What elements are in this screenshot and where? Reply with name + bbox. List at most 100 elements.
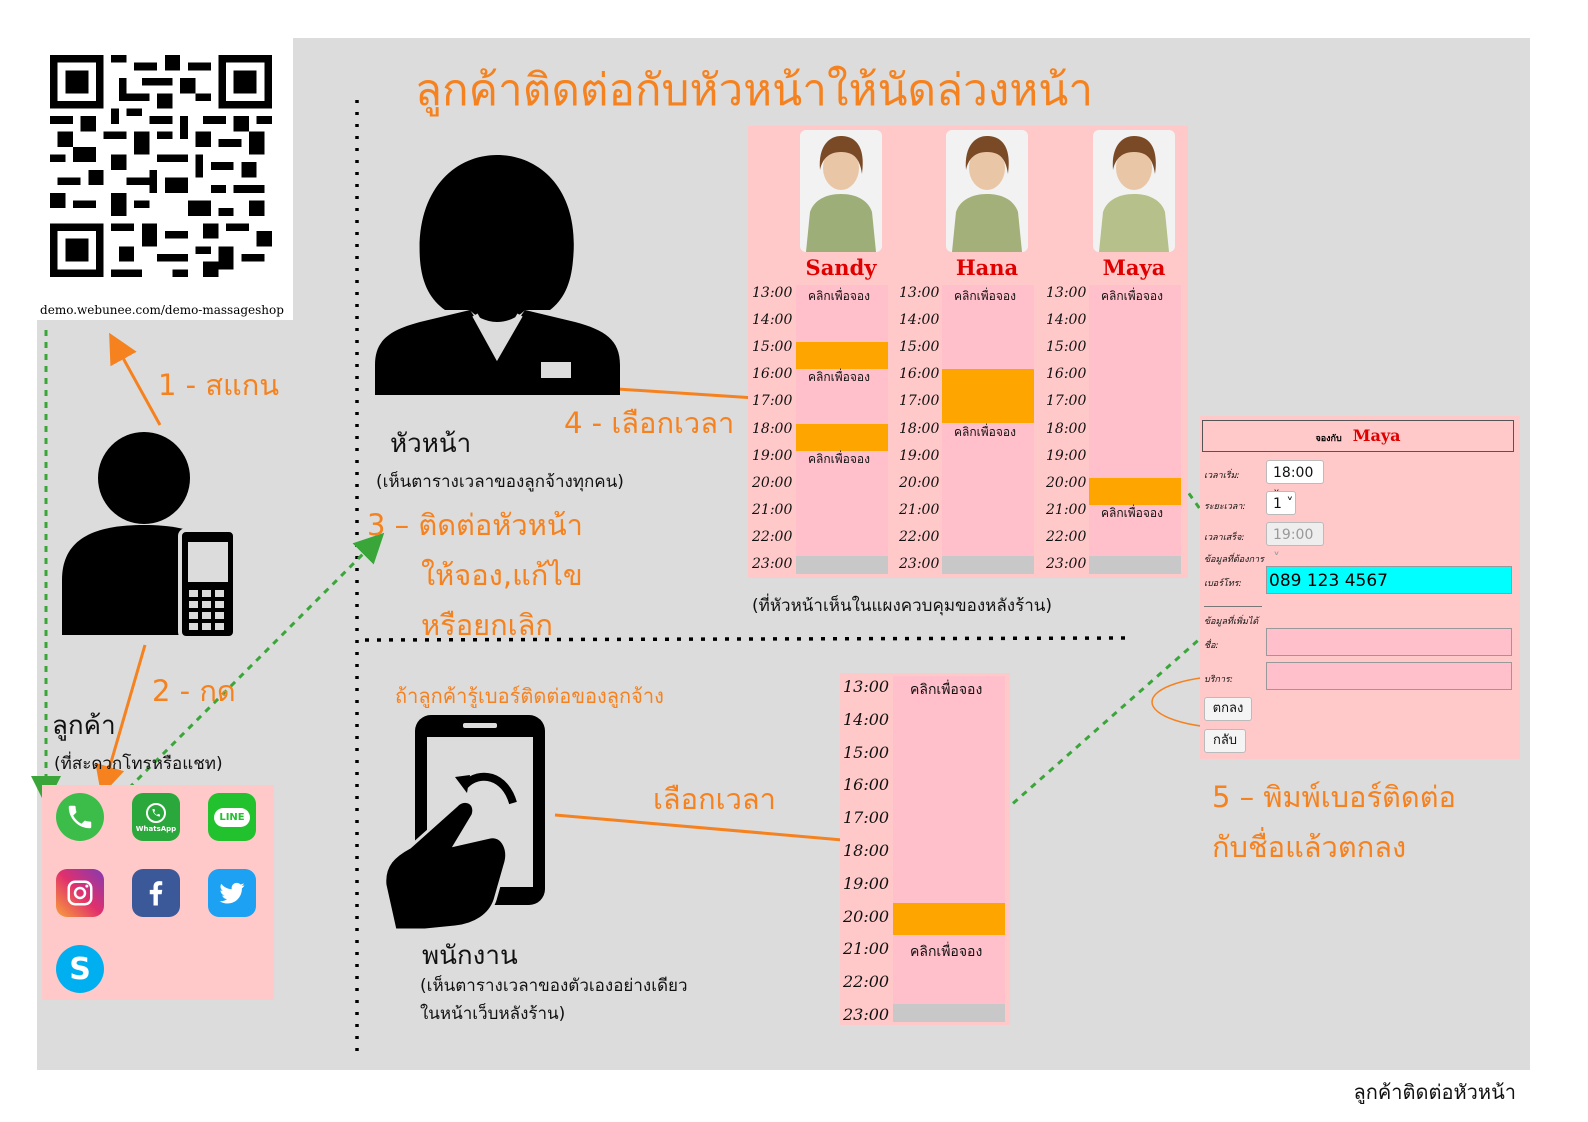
manager-note: (เห็นตารางเวลาของลูกจ้างทุกคน) — [376, 472, 624, 492]
time-slot-label: 16:00 — [752, 366, 793, 383]
time-slot-label: 22:00 — [752, 528, 793, 545]
horizontal-divider — [364, 636, 1131, 642]
phone-input[interactable]: 089 123 4567 — [1266, 566, 1512, 594]
instagram-icon[interactable] — [56, 869, 104, 917]
select-time-label: เลือกเวลา — [653, 782, 776, 816]
staff-name: Sandy — [805, 255, 877, 280]
booked-slot[interactable] — [796, 342, 888, 370]
manager-icon — [375, 155, 620, 395]
customer-icon — [62, 432, 237, 640]
ok-button[interactable]: ตกลง — [1204, 697, 1252, 721]
book-slot-link[interactable]: คลิกเพื่อจอง — [910, 944, 983, 961]
time-slot-label: 18:00 — [1046, 420, 1087, 437]
time-slot-label: 19:00 — [843, 873, 890, 893]
step-5-label-line1: 5 – พิมพ์เบอร์ติดต่อ — [1212, 780, 1456, 814]
book-slot-link[interactable]: คลิกเพื่อจอง — [808, 370, 870, 385]
time-slot-label: 17:00 — [899, 393, 940, 410]
whatsapp-icon[interactable]: WhatsApp — [132, 793, 180, 841]
staff-column — [1089, 285, 1181, 572]
duration-select[interactable]: 1 ˅ — [1266, 491, 1296, 515]
book-slot-link[interactable]: คลิกเพื่อจอง — [954, 289, 1016, 303]
book-slot-link[interactable]: คลิกเพื่อจอง — [1101, 289, 1163, 303]
name-label: ชื่อ: — [1204, 641, 1219, 651]
time-slot-label: 15:00 — [1046, 339, 1087, 356]
time-slot-label: 22:00 — [899, 528, 940, 545]
time-slot-label: 22:00 — [1046, 528, 1087, 545]
closed-slot — [796, 556, 888, 574]
time-slot-label: 15:00 — [843, 742, 890, 762]
start-time-label: เวลาเริ่ม: — [1204, 471, 1240, 481]
book-slot-link[interactable]: คลิกเพื่อจอง — [808, 289, 870, 303]
time-slot-label: 23:00 — [843, 1005, 890, 1024]
duration-label: ระยะเวลา: — [1204, 502, 1246, 512]
booked-slot[interactable] — [796, 423, 888, 451]
step-3-label-line2: ให้จอง,แก้ไข — [421, 558, 583, 592]
footer-caption: ลูกค้าติดต่อหัวหน้า — [1353, 1080, 1516, 1104]
time-slot-label: 16:00 — [899, 366, 940, 383]
facebook-icon[interactable] — [132, 869, 180, 917]
booked-slot[interactable] — [1089, 477, 1181, 505]
time-slot-label: 17:00 — [1046, 393, 1087, 410]
twitter-icon[interactable] — [208, 869, 256, 917]
employee-label: พนักงาน — [422, 941, 518, 971]
schedule-caption: (ที่หัวหน้าเห็นในแผงควบคุมของหลังร้าน) — [752, 596, 1053, 616]
phone-icon[interactable] — [56, 793, 104, 841]
time-slot-label: 18:00 — [899, 420, 940, 437]
employee-note-line1: (เห็นตารางเวลาของตัวเองอย่างเดียว — [420, 976, 688, 996]
step-1-label: 1 - สแกน — [158, 368, 280, 402]
employee-phone-icon — [385, 715, 545, 930]
arrow-contact-manager — [110, 532, 385, 807]
customer-label: ลูกค้า — [52, 711, 116, 741]
closed-slot — [1089, 556, 1181, 574]
time-slot-label: 16:00 — [1046, 366, 1087, 383]
name-input[interactable] — [1266, 628, 1512, 656]
time-slot-label: 19:00 — [752, 447, 793, 464]
time-slot-label: 19:00 — [1046, 447, 1087, 464]
booked-slot[interactable] — [942, 369, 1034, 397]
end-time-select[interactable]: 19:00 ˅ — [1266, 522, 1324, 567]
staff-column — [942, 285, 1034, 572]
service-input[interactable] — [1266, 662, 1512, 690]
time-slot-label: 13:00 — [752, 285, 793, 301]
staff-photo — [946, 130, 1028, 252]
staff-photo — [800, 130, 882, 252]
required-section-label: ข้อมูลที่ต้องการ — [1204, 555, 1264, 565]
back-button[interactable]: กลับ — [1204, 729, 1246, 753]
book-slot-link[interactable]: คลิกเพื่อจอง — [1101, 505, 1163, 520]
time-slot-label: 21:00 — [752, 501, 793, 518]
step-2-label: 2 - กด — [152, 674, 236, 708]
time-slot-label: 13:00 — [899, 285, 940, 301]
time-slot-label: 20:00 — [752, 474, 793, 491]
arrow-tap — [95, 644, 147, 796]
qr-url[interactable]: demo.webunee.com/demo-massageshop — [40, 303, 284, 317]
time-slot-label: 14:00 — [899, 312, 940, 329]
manager-label: หัวหน้า — [390, 429, 472, 459]
booking-form: จองกับ Maya เวลาเริ่ม: 18:00 ˅ ระยะเวลา:… — [1200, 416, 1520, 759]
time-slot-label: 14:00 — [752, 312, 793, 329]
staff-name: Maya — [1102, 255, 1166, 280]
qr-code-icon[interactable] — [50, 55, 272, 277]
time-slot-label: 17:00 — [843, 808, 890, 828]
booked-slot[interactable] — [893, 902, 1005, 936]
book-slot-link[interactable]: คลิกเพื่อจอง — [954, 424, 1016, 439]
time-slot-label: 20:00 — [843, 906, 890, 926]
form-divider — [1204, 606, 1262, 607]
employee-column — [893, 676, 1005, 1022]
time-slot-label: 18:00 — [843, 841, 890, 860]
start-time-select[interactable]: 18:00 ˅ — [1266, 460, 1324, 505]
time-slot-label: 23:00 — [752, 556, 793, 572]
employee-note-line2: ในหน้าเว็บหลังร้าน) — [420, 1004, 566, 1024]
time-slot-label: 19:00 — [899, 447, 940, 464]
form-heading-name: Maya — [1352, 426, 1401, 445]
time-slot-label: 21:00 — [843, 939, 890, 959]
line-icon[interactable]: LINE — [208, 793, 256, 841]
book-slot-link[interactable]: คลิกเพื่อจอง — [808, 451, 870, 466]
if-customer-knows-label: ถ้าลูกค้ารู้เบอร์ติดต่อของลูกจ้าง — [395, 684, 664, 708]
time-slot-label: 18:00 — [752, 420, 793, 437]
skype-icon[interactable]: S — [56, 945, 104, 993]
booked-slot[interactable] — [942, 396, 1034, 424]
end-time-label: เวลาเสร็จ: — [1204, 533, 1245, 543]
time-slot-label: 13:00 — [843, 677, 890, 696]
book-slot-link[interactable]: คลิกเพื่อจอง — [910, 682, 983, 698]
time-slot-label: 13:00 — [1046, 285, 1087, 301]
